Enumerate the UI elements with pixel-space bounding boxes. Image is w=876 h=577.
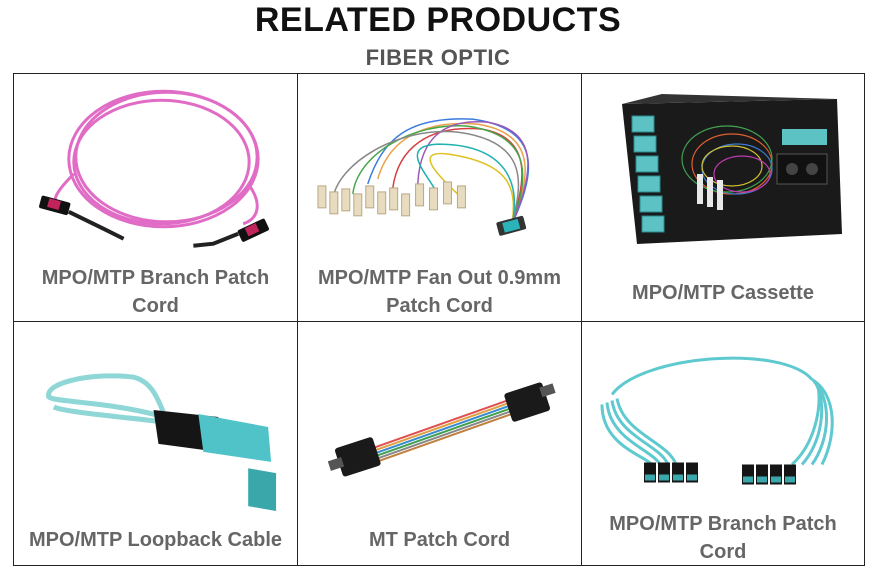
product-label-line: MPO/MTP Cassette: [632, 282, 814, 304]
product-card[interactable]: MPO/MTP Fan Out 0.9mm Patch Cord: [298, 74, 582, 322]
product-label-line: MPO/MTP Branch Patch: [41, 267, 270, 289]
product-label-line: MPO/MTP Branch Patch: [609, 513, 837, 535]
product-label[interactable]: MT Patch Cord: [298, 526, 581, 554]
product-card[interactable]: MPO/MTP Branch Patch Cord: [14, 74, 298, 322]
product-card[interactable]: MPO/MTP Loopback Cable: [14, 322, 298, 565]
fan-out-cord-icon[interactable]: [298, 74, 581, 259]
page-subtitle: FIBER OPTIC: [365, 45, 511, 70]
product-label-line: MPO/MTP Loopback Cable: [29, 529, 282, 551]
product-label-line: Patch Cord: [386, 295, 493, 317]
aqua-branch-cord-icon[interactable]: [582, 322, 864, 512]
product-label[interactable]: MPO/MTP Cassette: [582, 279, 864, 307]
product-label-line: MPO/MTP Fan Out 0.9mm: [318, 267, 561, 289]
product-label[interactable]: MPO/MTP Branch Patch Cord: [582, 510, 864, 565]
pink-fiber-coil-icon[interactable]: [14, 74, 297, 259]
cassette-icon[interactable]: [582, 74, 864, 259]
product-grid: MPO/MTP Branch Patch Cord: [13, 73, 865, 566]
mt-patch-cord-icon[interactable]: [298, 322, 581, 512]
page-title: RELATED PRODUCTS: [254, 1, 622, 39]
product-card[interactable]: MPO/MTP Cassette: [582, 74, 864, 322]
loopback-cable-icon[interactable]: [14, 322, 297, 512]
product-card[interactable]: MT Patch Cord: [298, 322, 582, 565]
product-label-line: MT Patch Cord: [368, 529, 511, 551]
product-label[interactable]: MPO/MTP Branch Patch Cord: [14, 264, 297, 320]
product-label-line: Cord: [132, 295, 179, 317]
product-card[interactable]: MPO/MTP Branch Patch Cord: [582, 322, 864, 565]
product-label[interactable]: MPO/MTP Fan Out 0.9mm Patch Cord: [298, 264, 581, 320]
product-label[interactable]: MPO/MTP Loopback Cable: [14, 526, 297, 554]
product-label-line: Cord: [699, 541, 747, 563]
